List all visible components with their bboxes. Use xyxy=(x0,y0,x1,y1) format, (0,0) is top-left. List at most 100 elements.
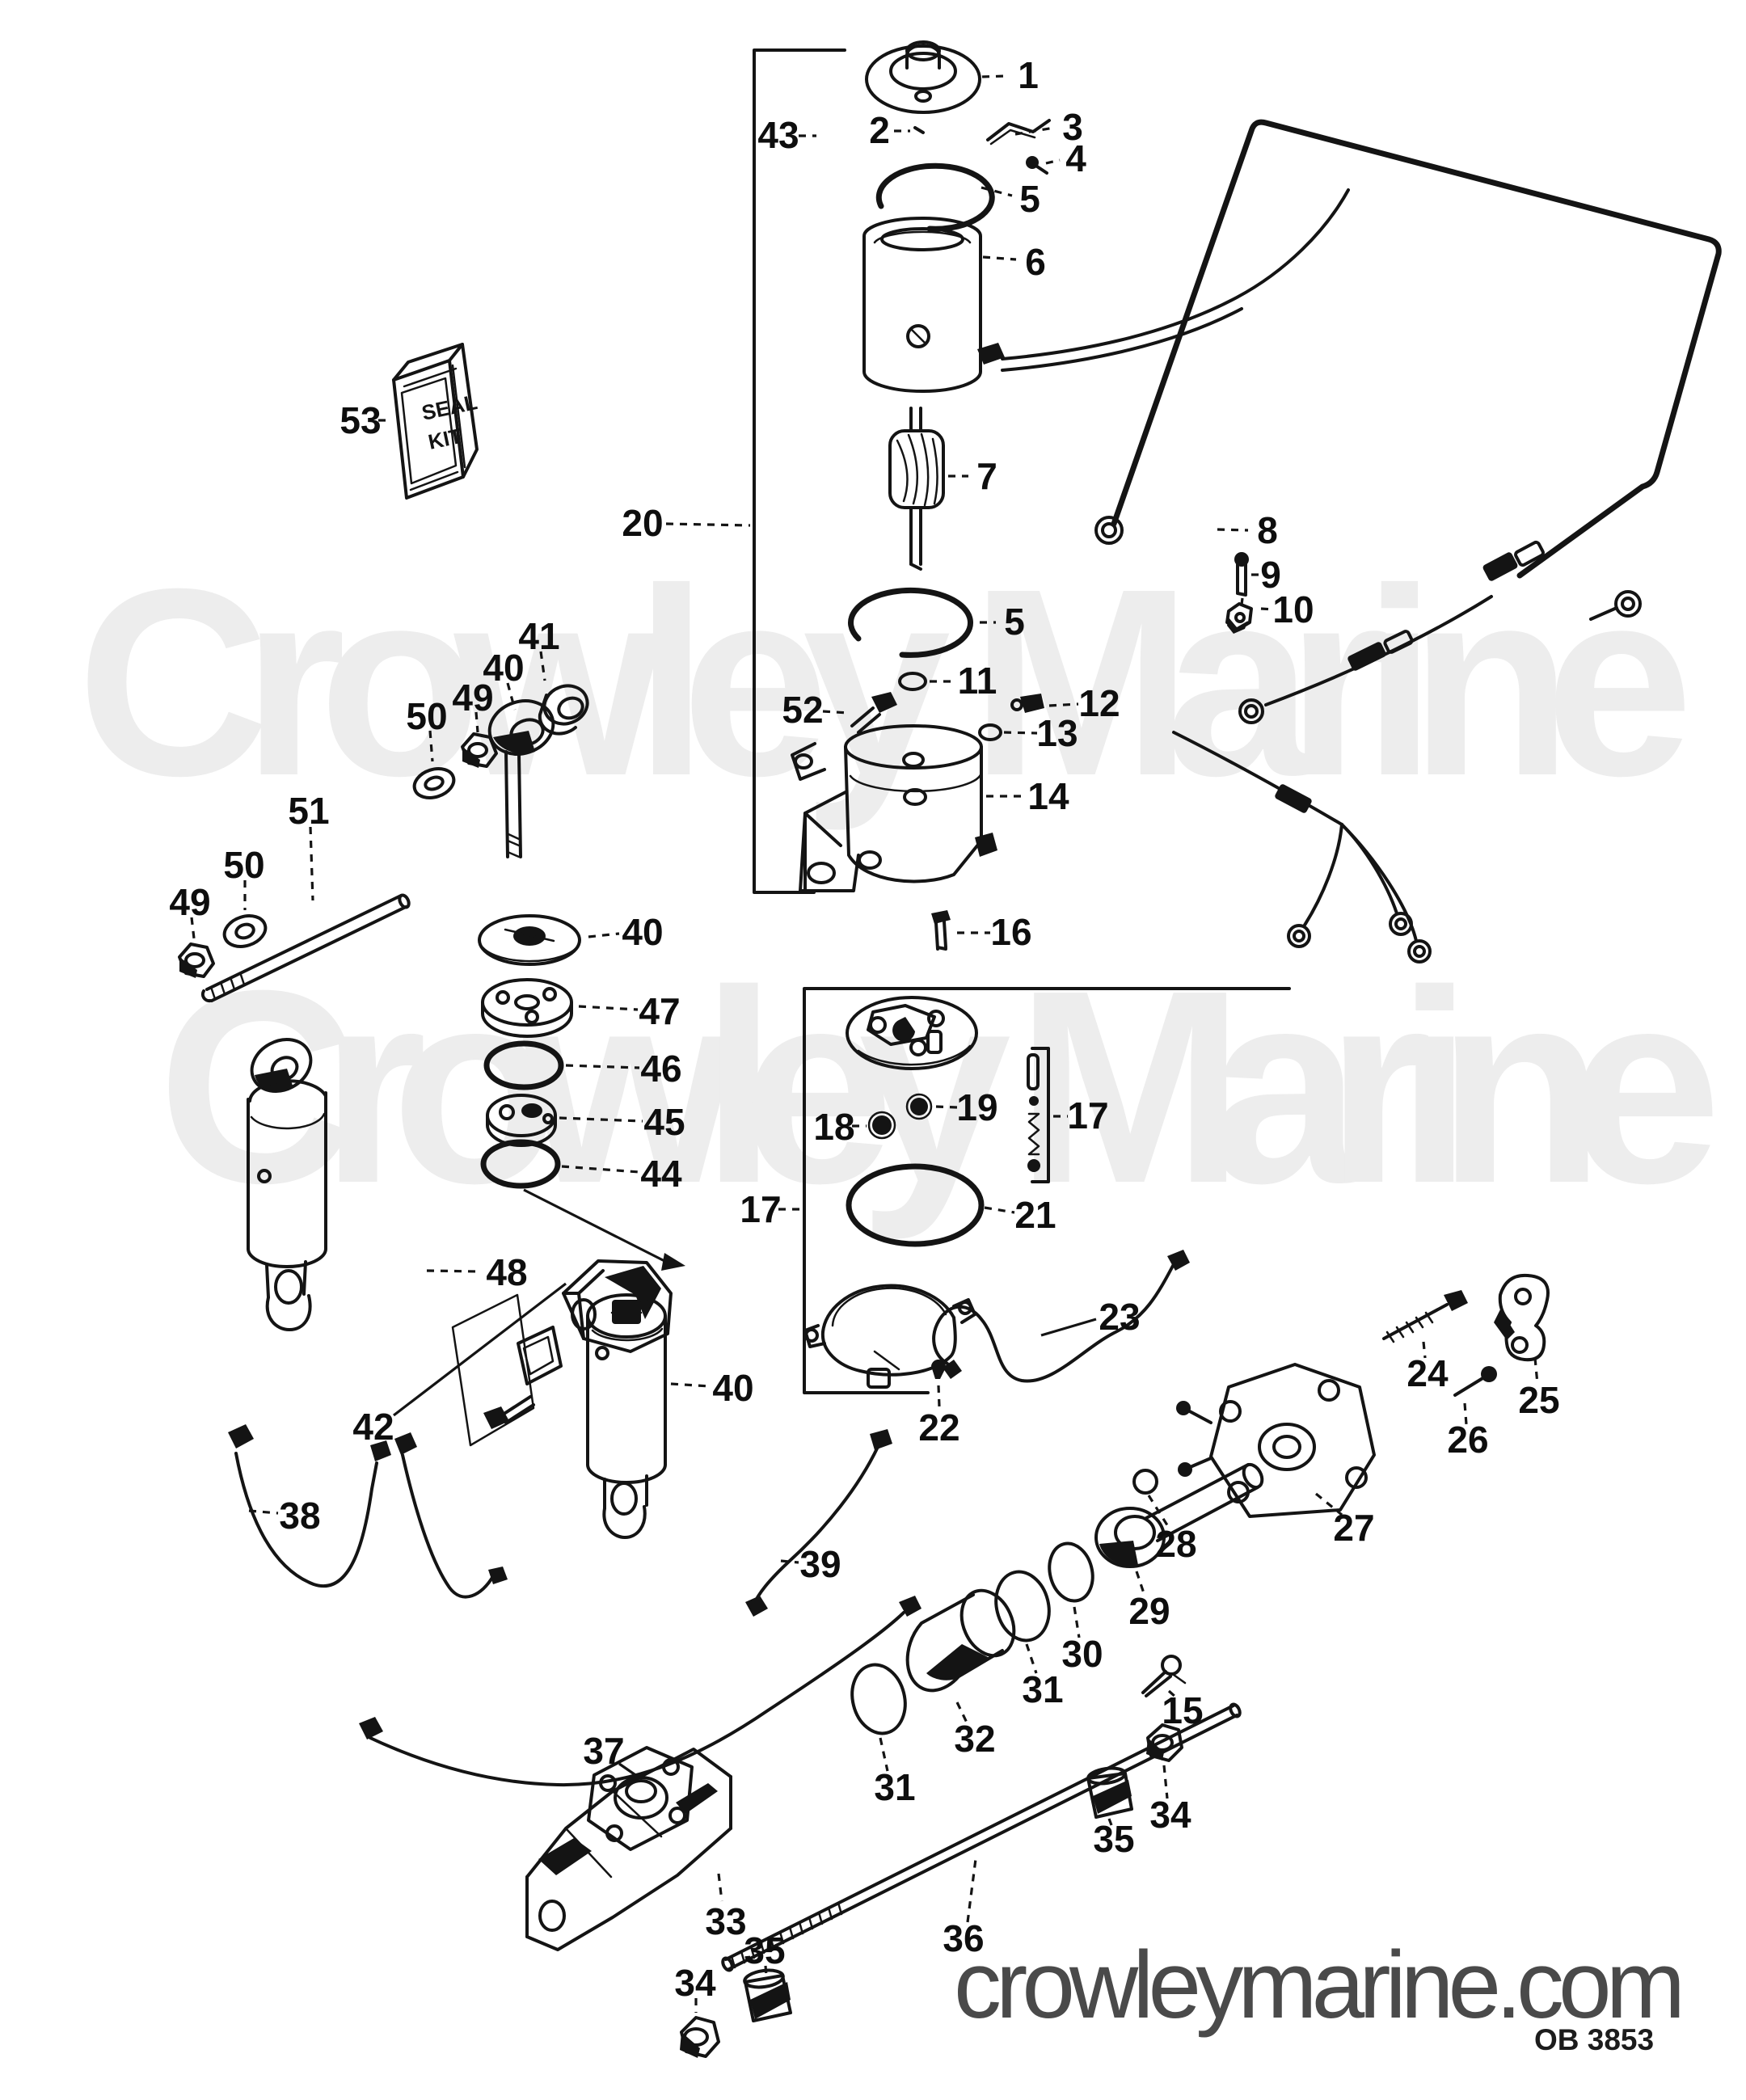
part-bolt-24 xyxy=(1382,1290,1468,1343)
callout-c49u: 49 xyxy=(452,677,493,719)
callout-c33: 33 xyxy=(705,1900,746,1942)
leader-line-c6 xyxy=(982,255,1017,261)
leader-line-c13 xyxy=(1003,731,1038,735)
part-oring-21 xyxy=(846,1163,985,1247)
leader-line-c34r xyxy=(1162,1765,1169,1799)
callout-c45: 45 xyxy=(643,1101,685,1143)
leader-line-c31l xyxy=(879,1737,889,1772)
part-rotor-45 xyxy=(486,1094,557,1147)
callout-c34l: 34 xyxy=(674,1962,716,2004)
callout-c5b: 5 xyxy=(1004,601,1025,643)
part-coupler-47 xyxy=(481,978,573,1038)
leader-line-c50u xyxy=(428,730,434,762)
callout-c15: 15 xyxy=(1162,1689,1203,1731)
watermark-text-row2: Crowley Marine xyxy=(158,934,1722,1242)
watermark-layer: Crowley Marine Crowley Marine xyxy=(77,533,1722,1242)
part-plug-19 xyxy=(905,1093,933,1120)
leader-line-c29 xyxy=(1135,1571,1146,1596)
callout-c38: 38 xyxy=(279,1495,320,1537)
callout-c34r: 34 xyxy=(1149,1794,1191,1836)
leader-line-c8 xyxy=(1217,528,1249,532)
insert-arrow xyxy=(523,1188,685,1271)
part-rod-36 xyxy=(721,1702,1242,1972)
callout-c10: 10 xyxy=(1272,588,1314,630)
leader-line-c32 xyxy=(955,1702,968,1723)
callout-c46: 46 xyxy=(640,1048,681,1090)
callout-c37: 37 xyxy=(583,1730,624,1772)
part-motor-cable xyxy=(1001,188,1350,372)
part-end-cap-27 xyxy=(1176,1363,1376,1518)
callout-c51: 51 xyxy=(288,790,329,832)
callout-c40l: 40 xyxy=(712,1367,753,1409)
part-anode-group-42 xyxy=(451,1259,673,1447)
leader-line-c4 xyxy=(1045,158,1061,165)
callout-c17l: 17 xyxy=(740,1188,781,1230)
leader-line-c5a xyxy=(981,186,1013,197)
callout-c20: 20 xyxy=(622,502,663,544)
footer-diagram-code: OB 3853 xyxy=(1534,2023,1654,2056)
leader-line-c46 xyxy=(565,1064,640,1069)
callout-c35r: 35 xyxy=(1093,1818,1134,1860)
callout-c31l: 31 xyxy=(874,1766,915,1808)
leader-line-c45 xyxy=(559,1116,643,1123)
callout-c13: 13 xyxy=(1036,712,1078,754)
callout-c31r: 31 xyxy=(1022,1668,1063,1710)
part-tube-39 xyxy=(745,1429,892,1617)
leader-line-c21 xyxy=(984,1206,1015,1214)
callout-c23: 23 xyxy=(1099,1296,1140,1338)
part-pulley-40m xyxy=(478,914,581,966)
callout-c47: 47 xyxy=(639,990,680,1032)
callout-c28: 28 xyxy=(1155,1523,1196,1565)
part-bolt-16 xyxy=(931,910,951,951)
callout-c42: 42 xyxy=(352,1406,394,1448)
leader-line-c28 xyxy=(1147,1495,1170,1529)
part-pump-body-14 xyxy=(791,724,997,894)
leader-line-c12 xyxy=(1048,702,1079,707)
callout-c36: 36 xyxy=(943,1917,984,1959)
footer-site-url: crowleymarine.com xyxy=(954,1932,1685,2039)
callout-c18: 18 xyxy=(813,1106,854,1148)
callout-c24: 24 xyxy=(1406,1352,1449,1394)
callout-c5a: 5 xyxy=(1019,178,1040,220)
leader-line-c37 xyxy=(618,1762,641,1780)
leader-line-c40m xyxy=(588,932,620,938)
part-bolt-52 xyxy=(850,692,897,734)
callout-c50l: 50 xyxy=(223,844,264,886)
leader-line-c33 xyxy=(717,1873,723,1902)
part-oring-44 xyxy=(480,1139,561,1189)
leader-line-c49l xyxy=(190,917,196,939)
part-reservoir-cap-1 xyxy=(865,40,981,114)
callout-c7: 7 xyxy=(976,455,997,497)
part-valve-12 xyxy=(1010,694,1044,713)
part-washer-50u xyxy=(412,767,456,799)
callout-c21: 21 xyxy=(1014,1194,1056,1236)
part-cylinder-40l xyxy=(586,1293,667,1539)
part-snap-ring-5b xyxy=(848,587,974,658)
seal-kit-text-line1: SEAL xyxy=(420,390,479,425)
callout-c49l: 49 xyxy=(169,881,210,923)
leader-line-c26 xyxy=(1463,1402,1468,1425)
callout-c39: 39 xyxy=(799,1543,841,1585)
callout-c1: 1 xyxy=(1018,54,1039,96)
part-plug-18 xyxy=(867,1111,896,1140)
callout-c52: 52 xyxy=(782,689,823,731)
leader-line-c47 xyxy=(578,1005,639,1011)
callout-c26: 26 xyxy=(1447,1419,1488,1461)
leader-line-c30 xyxy=(1073,1606,1081,1638)
leader-line-c23 xyxy=(1040,1318,1097,1337)
part-screw-4 xyxy=(1026,156,1048,175)
callout-c9: 9 xyxy=(1260,554,1281,596)
leader-line-c25 xyxy=(1533,1357,1539,1385)
watermark-text-row1: Crowley Marine xyxy=(77,533,1693,833)
leader-line-c38 xyxy=(248,1509,279,1515)
leader-line-c1 xyxy=(981,74,1006,78)
leader-line-c31r xyxy=(1025,1643,1038,1674)
part-clamp-10 xyxy=(1225,602,1253,634)
part-motor-housing-6 xyxy=(862,217,1005,393)
leader-line-c24 xyxy=(1422,1341,1427,1359)
part-oring-28 xyxy=(1132,1469,1158,1495)
part-pump-cover-lower xyxy=(803,1284,976,1389)
part-pin-2 xyxy=(913,126,925,134)
